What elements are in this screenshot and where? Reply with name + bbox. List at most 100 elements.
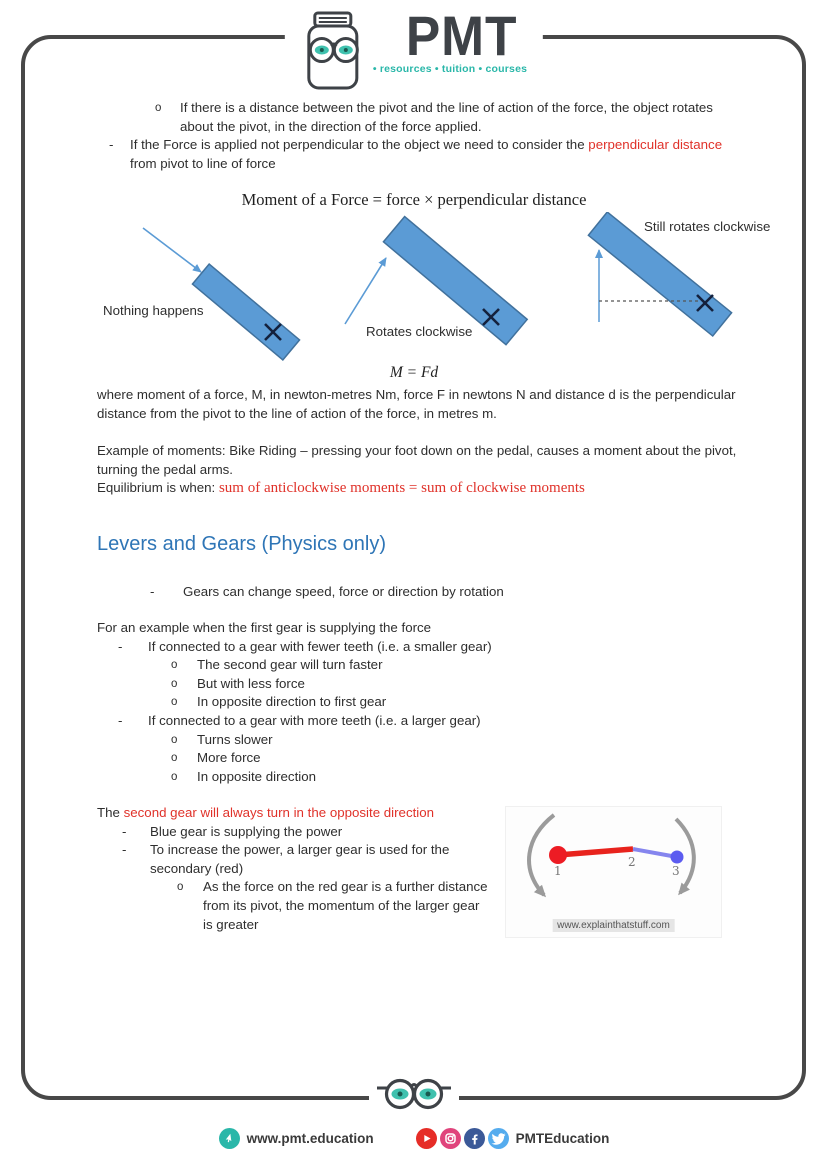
pmt-jar-icon xyxy=(307,11,359,90)
bullet-marker: o xyxy=(171,659,178,672)
bullet-marker: o xyxy=(171,677,178,690)
red-lever-arm xyxy=(557,846,634,858)
image-caption: www.explainthatstuff.com xyxy=(552,919,675,932)
pivot-x-icon xyxy=(696,294,714,312)
social-label: PMTEducation xyxy=(515,1131,610,1146)
beam-rect xyxy=(382,215,529,346)
website-link[interactable]: www.pmt.education xyxy=(218,1128,374,1149)
red-pivot-dot xyxy=(549,846,567,864)
diagram-still-rotates-clockwise xyxy=(587,212,733,338)
force-arrow xyxy=(142,227,202,273)
list-item: - Blue gear is supplying the power xyxy=(97,823,489,842)
equilibrium-line: Equilibrium is when: sum of anticlockwis… xyxy=(97,479,769,498)
list-item: o As the force on the red gear is a furt… xyxy=(97,878,489,934)
body-text: Gears can change speed, force or directi… xyxy=(183,584,504,599)
footer: www.pmt.education xyxy=(0,1128,828,1149)
body-text: If connected to a gear with more teeth (… xyxy=(148,712,481,728)
youtube-icon[interactable] xyxy=(415,1128,437,1149)
body-text: If the Force is applied not perpendicula… xyxy=(130,136,742,173)
diagram-nothing-happens xyxy=(142,227,301,361)
body-text: If there is a distance between the pivot… xyxy=(180,100,713,134)
point-label-1: 1 xyxy=(554,864,562,878)
beam-rect xyxy=(587,212,733,338)
body-text: As the force on the red gear is a furthe… xyxy=(203,879,488,932)
body-text: The xyxy=(97,805,124,820)
list-item: - Gears can change speed, force or direc… xyxy=(97,583,697,602)
point-label-3: 3 xyxy=(672,864,680,878)
rotation-arrow-right xyxy=(674,817,696,896)
gears-section: For an example when the first gear is su… xyxy=(97,619,717,786)
red-highlight-text: perpendicular distance xyxy=(588,137,723,153)
bullet-marker: o xyxy=(171,770,178,783)
body-text: Example of moments: Bike Riding – pressi… xyxy=(97,443,737,477)
example-paragraph: Example of moments: Bike Riding – pressi… xyxy=(97,442,769,498)
body-text: The second gear will turn faster xyxy=(197,657,383,673)
logo-brand: PMT xyxy=(405,4,518,67)
red-equation-text: sum of anticlockwise moments = sum of cl… xyxy=(218,480,585,497)
cursor-icon xyxy=(218,1128,240,1149)
body-text: In opposite direction to first gear xyxy=(197,694,387,710)
bullet-marker: - xyxy=(109,137,114,153)
blue-lever-arm xyxy=(632,847,678,859)
body-text: from pivot to line of force xyxy=(130,155,276,171)
list-item: - If connected to a gear with fewer teet… xyxy=(97,638,717,657)
footer-glasses-icon xyxy=(369,1075,459,1118)
pivot-x-icon xyxy=(264,323,282,341)
list-item: o But with less force xyxy=(97,675,717,694)
list-item: o In opposite direction to first gear xyxy=(97,693,717,712)
website-label: www.pmt.education xyxy=(246,1131,374,1146)
body-text: If connected to a gear with fewer teeth … xyxy=(148,638,492,654)
moment-formula: Moment of a Force = force × perpendicula… xyxy=(241,190,587,209)
body-text: For an example when the first gear is su… xyxy=(97,620,432,635)
bullet-marker: - xyxy=(122,823,127,839)
list-item: - To increase the power, a larger gear i… xyxy=(97,841,489,878)
bullet-marker: - xyxy=(118,638,123,654)
red-highlight-text: second gear will always turn in the oppo… xyxy=(123,805,435,820)
intro-section: o If there is a distance between the piv… xyxy=(97,99,742,173)
gears-intro: - Gears can change speed, force or direc… xyxy=(97,583,697,602)
section-heading: Levers and Gears (Physics only) xyxy=(97,533,387,555)
facebook-icon[interactable] xyxy=(463,1128,485,1149)
body-text: If the Force is applied not perpendicula… xyxy=(130,137,589,153)
body-text: In opposite direction xyxy=(197,768,317,784)
bullet-marker: o xyxy=(177,881,184,894)
gear-lever-image: 1 2 3 www.explainthatstuff.com xyxy=(505,806,722,938)
m-fd-equation: M = Fd xyxy=(389,364,439,381)
body-text: Turns slower xyxy=(197,731,273,747)
blue-pivot-dot xyxy=(670,850,684,864)
bullet-marker: - xyxy=(122,842,127,858)
diagram-label-1: Nothing happens xyxy=(103,303,204,318)
list-item: o In opposite direction xyxy=(97,768,717,787)
bullet-marker: o xyxy=(171,696,178,709)
social-links: PMTEducation xyxy=(415,1128,610,1149)
bullet-marker: o xyxy=(171,752,178,765)
point-label-2: 2 xyxy=(628,855,636,869)
rotation-arrow-left xyxy=(527,813,556,898)
where-paragraph: where moment of a force, M, in newton-me… xyxy=(97,387,736,421)
body-text: Blue gear is supplying the power xyxy=(150,823,343,839)
list-item: o Turns slower xyxy=(97,731,717,750)
list-item: - If connected to a gear with more teeth… xyxy=(97,712,717,731)
list-item: o The second gear will turn faster xyxy=(97,656,717,675)
twitter-icon[interactable] xyxy=(487,1128,509,1149)
body-text: But with less force xyxy=(197,675,305,691)
body-text: To increase the power, a larger gear is … xyxy=(150,842,450,876)
moment-diagrams xyxy=(142,212,733,361)
bullet-marker: - xyxy=(150,584,155,599)
pmt-logo: PMT • resources • tuition • courses xyxy=(284,4,544,92)
list-item: - If the Force is applied not perpendicu… xyxy=(97,136,742,173)
bullet-marker: - xyxy=(118,712,123,728)
body-text: More force xyxy=(197,750,261,766)
diagram-rotates-clockwise xyxy=(344,215,529,346)
diagram-label-3: Still rotates clockwise xyxy=(644,219,771,234)
body-text: The second gear will always turn in the … xyxy=(97,804,489,823)
instagram-icon[interactable] xyxy=(439,1128,461,1149)
list-item: o More force xyxy=(97,749,717,768)
gear-lever-diagram: 1 2 3 xyxy=(527,813,696,898)
pivot-x-icon xyxy=(482,308,500,326)
second-gear-section: The second gear will always turn in the … xyxy=(97,804,489,934)
bullet-marker: o xyxy=(155,102,162,114)
beam-rect xyxy=(191,263,301,361)
list-item: o If there is a distance between the piv… xyxy=(97,99,742,136)
logo-tagline: • resources • tuition • courses xyxy=(372,63,528,75)
